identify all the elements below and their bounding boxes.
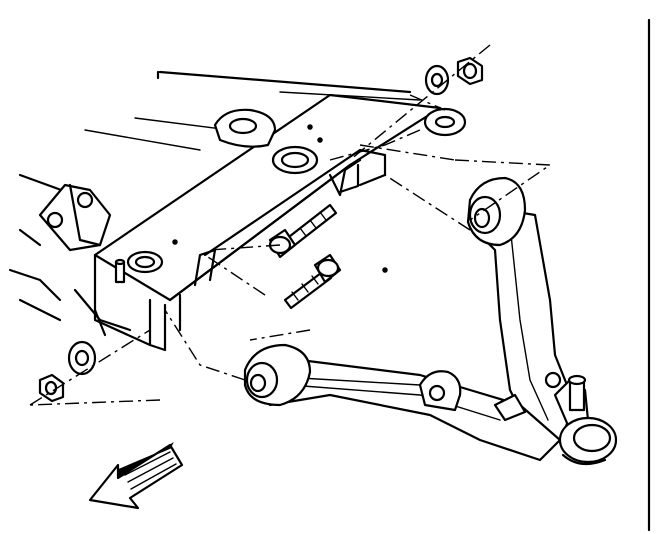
washer: [424, 64, 450, 96]
nut: [38, 373, 65, 403]
nut: [456, 56, 484, 86]
rear-bushing: [466, 176, 527, 247]
washer: [423, 107, 467, 137]
lower-control-arm: [253, 208, 577, 462]
ball-joint: [544, 371, 618, 466]
direction-arrow: [88, 441, 184, 510]
front-bushing: [243, 343, 312, 407]
washer: [67, 340, 97, 376]
pivot-bolt: [283, 253, 342, 310]
assembly-lines: [29, 44, 553, 406]
pivot-bolt: [268, 203, 338, 259]
frame-crossmember: [8, 70, 442, 352]
